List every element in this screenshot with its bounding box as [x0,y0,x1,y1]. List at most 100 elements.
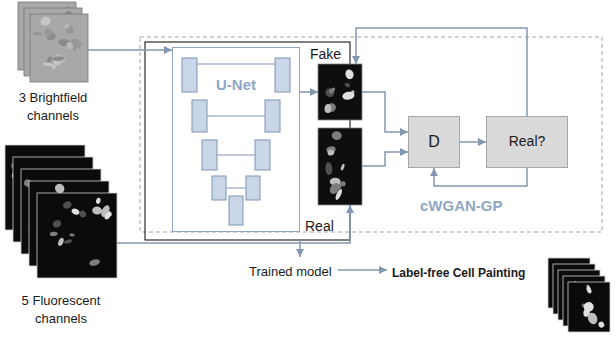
node-text: Real [305,218,334,234]
text-slot: Trained model [249,262,332,280]
flow-arrow [460,141,486,143]
flow-arrow [300,91,318,93]
discriminator-box: D [408,116,460,168]
cell-blob [586,286,592,294]
cell-blob [53,52,67,65]
tile-ground [568,282,610,332]
cell-blob [344,82,351,88]
cell-blob [584,302,594,312]
image-tile [318,64,362,120]
cell-blob [88,258,100,267]
cell-blob [327,149,334,155]
text-slot: U-Net [173,76,299,95]
cell-blob [52,219,63,229]
text-slot: cWGAN-GP [420,197,503,215]
cell-blob [92,206,103,215]
cell-blob [57,237,65,247]
unet-box: U-Net [172,47,300,232]
image-stack: 5 Fluorescent channels [5,145,117,278]
cell-blob [340,181,347,188]
unet-block [255,140,270,170]
node-text: U-Net [216,76,256,93]
dashed-frame [140,37,602,232]
tile-ground [318,128,362,205]
node-text: 5 Fluorescent channels [22,293,101,326]
cell-blob [78,209,87,218]
image-tile-node: Fake [318,64,362,120]
image-tile [568,282,610,332]
skip-line [207,116,265,117]
tile-ground [30,14,88,82]
flow-arrow [362,92,408,132]
cell-blob [95,197,101,204]
cell-blob [328,86,336,94]
image-tile [37,193,117,278]
image-tile-node: Real [318,128,362,205]
cell-blob [32,32,42,36]
cell-blob [342,91,355,101]
cell-blob [325,87,336,97]
cell-blob [597,321,605,329]
text-slot: 5 Fluorescent channels [0,291,122,328]
image-tiles [5,2,610,332]
unet-block [182,58,197,92]
tile-ground [318,64,362,120]
cell-blob [324,103,332,113]
cell-blob [103,210,112,220]
image-tile [318,128,362,205]
unet-block [202,140,217,170]
text-slot: Label-free Cell Painting [392,263,525,281]
cell-blob [340,163,345,171]
node-text: 3 Brightfield channels [19,90,88,123]
result-label: Label-free Cell Painting [392,266,525,280]
text-slot: Real [305,217,334,236]
cell-blob [71,207,81,215]
cell-blob [331,131,342,141]
text-slot: Fake [310,45,341,64]
cell-blob [62,200,73,210]
skip-line [226,188,246,189]
unet-block [265,100,280,132]
cell-blob [325,162,333,175]
unet-block [192,100,207,132]
unet-skips [197,64,275,188]
cell-blob [344,68,354,80]
node-text: Fake [310,46,341,62]
image-tile [30,14,88,82]
tile-ground [37,193,117,278]
cell-blob [52,56,64,61]
cell-blob [43,62,53,66]
flow-arrow [356,28,527,116]
cell-blob [39,15,52,27]
unet-block [246,176,260,200]
flow-arrow [117,205,350,243]
unet-blocks [182,58,290,225]
skip-line [197,64,275,65]
skip-line [217,155,255,156]
cell-blob [72,47,76,51]
cell-blob [66,41,74,50]
cell-blob [69,233,75,237]
cell-blob [64,238,73,244]
framework-label: cWGAN-GP [420,197,503,214]
model-label: Trained model [249,264,332,279]
text-slot: 3 Brightfield channels [8,88,98,125]
node-text: Real? [509,133,546,151]
cell-blob [43,27,54,38]
unet-block [229,196,243,225]
decision-box: Real? [486,116,568,168]
cell-blob [586,311,599,325]
cell-blob [49,231,57,236]
flow-arrow [362,152,408,166]
unet-block [275,58,290,92]
flow-arrow [88,49,172,51]
image-stack: 3 Brightfield channels [18,2,88,82]
cell-blob [328,181,342,196]
cell-blob [325,101,338,114]
result-arrow [338,269,387,271]
cell-blob [63,22,70,29]
flow-arrow [434,168,527,186]
